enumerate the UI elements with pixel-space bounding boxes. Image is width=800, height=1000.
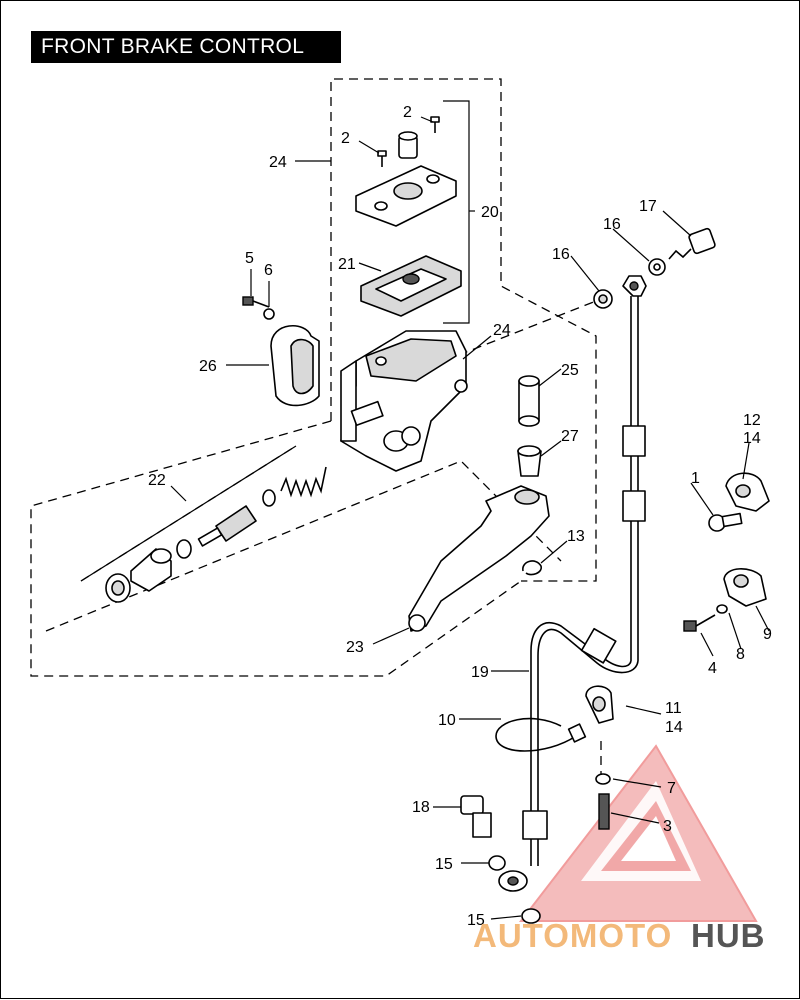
callout-14: 14 bbox=[743, 430, 761, 447]
callout-17: 17 bbox=[639, 198, 657, 215]
brake-line-part-19 bbox=[498, 275, 647, 892]
outline-main-assembly bbox=[30, 420, 522, 677]
brake-lever-part-23 bbox=[408, 485, 550, 632]
callout-labels: 2 2 24 20 21 5 6 26 24 25 27 22 13 23 19… bbox=[148, 104, 772, 929]
callout-4: 4 bbox=[708, 660, 717, 677]
watermark-text-hub: HUB bbox=[691, 917, 766, 954]
callout-11: 11 bbox=[665, 700, 682, 717]
callout-2: 2 bbox=[403, 104, 412, 121]
callout-19: 19 bbox=[471, 664, 489, 681]
callout-2: 2 bbox=[341, 130, 350, 147]
watermark-text-main: AUTOMOTO bbox=[473, 917, 672, 954]
callout-8: 8 bbox=[736, 646, 745, 663]
callout-7: 7 bbox=[667, 780, 676, 797]
callout-16: 16 bbox=[603, 216, 621, 233]
callout-22: 22 bbox=[148, 472, 166, 489]
callout-23: 23 bbox=[346, 639, 364, 656]
washer-part-6 bbox=[263, 308, 275, 320]
callout-27: 27 bbox=[561, 428, 579, 445]
bolt-part-1 bbox=[708, 512, 743, 532]
clamp-part-9 bbox=[723, 568, 767, 607]
callout-6: 6 bbox=[264, 262, 273, 279]
callout-12: 12 bbox=[743, 412, 761, 429]
piston-spring bbox=[262, 466, 327, 507]
snap-ring-part-13 bbox=[522, 560, 542, 576]
bolt-part-5 bbox=[242, 296, 270, 308]
washer-part-15a bbox=[488, 855, 506, 871]
stud-part-3 bbox=[598, 793, 610, 830]
callout-5: 5 bbox=[245, 250, 254, 267]
callout-26: 26 bbox=[199, 358, 217, 375]
cable-strap-part-10 bbox=[495, 717, 587, 752]
callout-3: 3 bbox=[663, 818, 672, 835]
callout-24: 24 bbox=[269, 154, 287, 171]
piston-seal bbox=[105, 573, 131, 603]
callout-9: 9 bbox=[763, 626, 772, 643]
bracket-20 bbox=[443, 100, 470, 324]
screw-part-2a bbox=[377, 150, 387, 167]
banjo-bolt-part-17 bbox=[668, 227, 716, 260]
piston-part-22 bbox=[197, 505, 257, 547]
clamp-part-12 bbox=[725, 472, 770, 512]
callout-16: 16 bbox=[552, 246, 570, 263]
callout-10: 10 bbox=[438, 712, 456, 729]
screw-part-2b bbox=[430, 116, 440, 133]
bracket-22 bbox=[80, 445, 297, 582]
leader-lines bbox=[226, 116, 770, 920]
callout-20: 20 bbox=[481, 204, 499, 221]
callout-21: 21 bbox=[338, 256, 356, 273]
bracket-22-tick bbox=[170, 485, 187, 502]
diaphragm-part-21 bbox=[360, 255, 462, 317]
bushing-part-27 bbox=[517, 445, 542, 477]
callout-15: 15 bbox=[467, 912, 485, 929]
callout-15: 15 bbox=[435, 856, 453, 873]
washer-part-16a bbox=[648, 258, 666, 276]
outline-reservoir-group bbox=[330, 78, 597, 582]
page-title: FRONT BRAKE CONTROL bbox=[31, 31, 341, 63]
washer-part-8 bbox=[716, 604, 728, 614]
washer-part-15b bbox=[521, 908, 541, 924]
callout-24: 24 bbox=[493, 322, 511, 339]
bolt-part-4 bbox=[683, 614, 716, 632]
pivot-pin-part-25 bbox=[518, 375, 540, 427]
watermark-text: AUTOMOTO HUB bbox=[473, 917, 766, 954]
reservoir-cover bbox=[355, 165, 457, 227]
sight-plug bbox=[398, 131, 418, 159]
washer-part-16b bbox=[593, 289, 613, 309]
callout-25: 25 bbox=[561, 362, 579, 379]
bracket-lines bbox=[80, 100, 475, 582]
banjo-bolt-part-18 bbox=[460, 795, 492, 838]
clamp-part-26 bbox=[270, 324, 320, 407]
master-cylinder-body bbox=[340, 330, 468, 472]
clamp-part-11 bbox=[585, 685, 614, 724]
washer-part-7 bbox=[595, 773, 611, 785]
watermark-logo bbox=[518, 744, 758, 922]
callout-18: 18 bbox=[412, 799, 430, 816]
piston-sleeve bbox=[130, 548, 172, 592]
callout-13: 13 bbox=[567, 528, 585, 545]
callout-14: 14 bbox=[665, 719, 683, 736]
callout-1: 1 bbox=[691, 470, 700, 487]
piston-oring bbox=[176, 539, 192, 559]
